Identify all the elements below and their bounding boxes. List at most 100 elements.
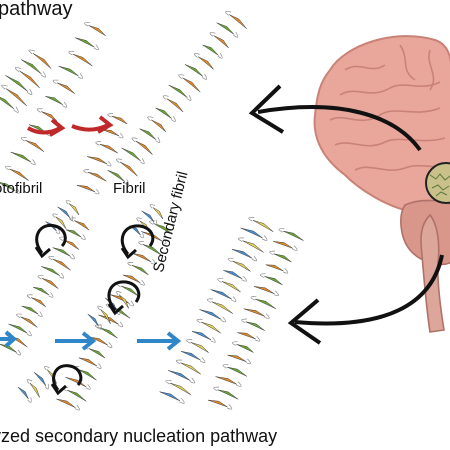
- beta-strand: [252, 220, 274, 232]
- strand-loop: [44, 383, 49, 390]
- beta-strand: [217, 389, 239, 400]
- strand-loop: [236, 381, 242, 387]
- strand-loop: [200, 357, 206, 364]
- strand-loop: [40, 71, 46, 78]
- top-pathway-title: pathway: [0, 0, 73, 20]
- beta-strand: [182, 77, 201, 93]
- arrow-to-bottom-pathway-head: [287, 298, 322, 345]
- beta-strand: [120, 285, 139, 297]
- strand-loop: [147, 116, 154, 121]
- beta-strand: [8, 323, 28, 334]
- strand-loop: [273, 290, 279, 297]
- beta-strand: [101, 129, 120, 137]
- beta-strand: [0, 182, 16, 192]
- brain-stem: [420, 213, 445, 333]
- beta-strand: [135, 140, 153, 155]
- strand-loop: [16, 349, 22, 356]
- beta-strand: [25, 140, 45, 152]
- beta-strand: [237, 332, 256, 340]
- strand-loop: [186, 95, 192, 101]
- strand-loop: [189, 377, 195, 384]
- blue-arrow-1: [0, 330, 18, 348]
- strand-loop: [238, 237, 245, 242]
- beta-strand: [33, 286, 50, 296]
- beta-strand: [153, 223, 173, 235]
- beta-strand: [155, 107, 172, 119]
- strand-loop: [128, 300, 134, 307]
- blue-arrow-3: [137, 331, 182, 351]
- strand-loop: [178, 74, 185, 79]
- strand-loop: [264, 313, 270, 319]
- beta-strand: [132, 252, 152, 263]
- beta-strand: [201, 321, 221, 334]
- strand-loop: [94, 188, 100, 195]
- beta-strand: [141, 210, 155, 222]
- beta-strand: [139, 128, 157, 140]
- beta-strand: [107, 170, 126, 183]
- beta-strand: [197, 56, 214, 70]
- beta-strand: [87, 313, 99, 327]
- nucleation-arrow-3: [107, 280, 141, 316]
- beta-strand: [264, 276, 283, 286]
- fibril-segment-left: [76, 113, 128, 195]
- strand-loop: [227, 257, 234, 263]
- arrow-to-top-pathway-head: [248, 84, 285, 134]
- beta-strand: [152, 207, 164, 220]
- oligomer-bottom-left: [17, 365, 57, 403]
- strand-loop: [28, 49, 35, 55]
- beta-strand: [273, 253, 292, 263]
- beta-strand: [72, 53, 93, 67]
- strand-loop: [13, 106, 19, 113]
- strand-loop: [217, 278, 224, 283]
- beta-strand: [202, 44, 219, 56]
- strand-loop: [217, 52, 223, 59]
- strand-loop: [62, 101, 68, 108]
- beta-strand: [253, 286, 275, 294]
- beta-strand: [77, 369, 97, 381]
- strand-loop: [250, 295, 257, 301]
- beta-strand: [41, 278, 59, 289]
- strand-loop: [196, 318, 203, 324]
- beta-strand: [243, 308, 266, 317]
- beta-strand: [52, 258, 71, 271]
- beta-strand: [32, 53, 52, 69]
- strand-loop: [241, 275, 247, 282]
- strand-loop: [16, 313, 22, 318]
- strand-loop: [36, 108, 43, 113]
- strand-loop: [97, 305, 103, 311]
- strand-loop: [37, 275, 44, 280]
- beta-strand: [207, 399, 228, 408]
- strand-loop: [65, 200, 72, 205]
- beta-strand: [142, 244, 163, 256]
- strand-loop: [269, 250, 276, 256]
- beta-strand: [111, 115, 128, 125]
- beta-strand: [168, 84, 188, 98]
- strand-loop: [5, 165, 12, 171]
- strand-loop: [44, 365, 50, 371]
- beta-strand: [180, 362, 201, 375]
- protofibril-label: otofibril: [0, 180, 43, 197]
- strand-loop: [20, 137, 27, 142]
- strand-loop: [26, 88, 33, 96]
- nucleation-arrow-2: [120, 224, 155, 260]
- beta-strand: [5, 88, 27, 107]
- strand-loop: [231, 341, 238, 346]
- beta-strand: [33, 371, 47, 386]
- strand-loop: [283, 268, 289, 274]
- beta-strand: [30, 297, 46, 308]
- strand-loop: [14, 67, 22, 72]
- beta-strand: [119, 161, 138, 177]
- beta-strand: [167, 370, 191, 381]
- strand-loop: [97, 324, 102, 330]
- strand-loop: [186, 339, 193, 344]
- strand-loop: [55, 228, 60, 235]
- beta-strand: [74, 37, 95, 48]
- protofibril-structure: [0, 22, 106, 194]
- strand-loop: [233, 31, 239, 38]
- beta-strand: [151, 119, 167, 133]
- beta-strand: [180, 351, 201, 361]
- strand-loop: [162, 95, 169, 100]
- beta-strand: [223, 270, 243, 280]
- beta-strand: [74, 220, 90, 231]
- beta-strand: [9, 168, 29, 181]
